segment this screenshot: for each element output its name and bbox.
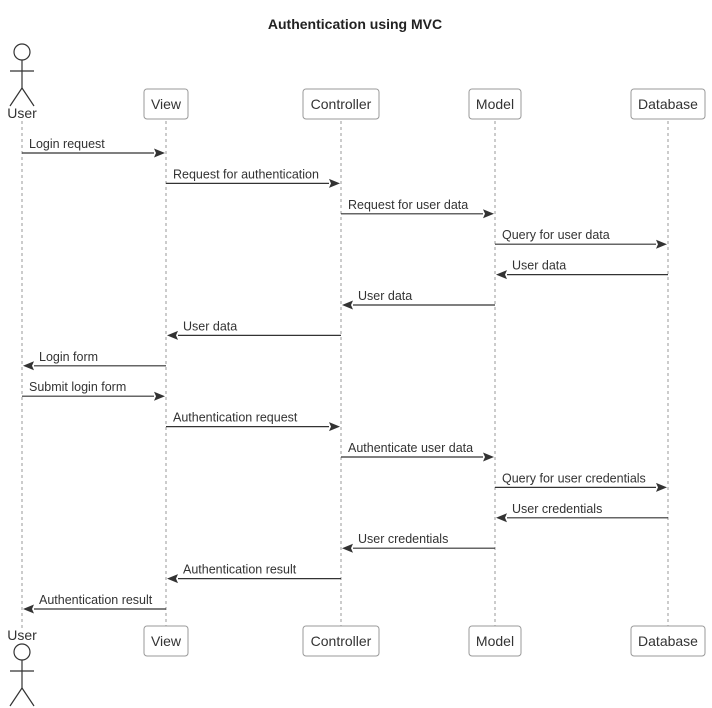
message-arrow: User data [167, 319, 341, 340]
actor-label: User [7, 105, 37, 121]
arrowhead-icon [167, 574, 178, 584]
participant-model-top: Model [468, 88, 522, 120]
message-arrow: Query for user data [495, 228, 667, 249]
arrowhead-icon [656, 239, 667, 249]
actor-top: User [7, 43, 37, 121]
message-arrow: Authentication result [23, 593, 166, 614]
participant-box [302, 625, 380, 657]
arrowhead-icon [496, 270, 507, 280]
message-label: Authenticate user data [348, 441, 473, 455]
message-arrow: User data [496, 259, 668, 280]
message-arrow: Request for user data [341, 198, 494, 219]
participant-label: Database [638, 633, 698, 649]
actor-bottom: User [7, 627, 37, 707]
message-label: Request for user data [348, 198, 468, 212]
arrowhead-icon [496, 513, 507, 523]
message-label: User data [358, 289, 412, 303]
participant-database-top: Database [630, 88, 706, 120]
message-arrow: Login request [22, 137, 165, 158]
participant-box [302, 88, 380, 120]
participant-box [468, 625, 522, 657]
participants-bottom: User View Controller Model Database [7, 625, 706, 707]
diagram-title: Authentication using MVC [268, 16, 442, 32]
participant-controller-bottom: Controller [302, 625, 380, 657]
arrowhead-icon [329, 178, 340, 188]
message-arrow: Authentication result [167, 563, 341, 584]
participant-database-bottom: Database [630, 625, 706, 657]
message-label: Query for user credentials [502, 471, 646, 485]
message-label: Submit login form [29, 380, 126, 394]
message-arrow: Request for authentication [166, 167, 340, 188]
message-label: Authentication result [183, 563, 297, 577]
arrowhead-icon [23, 604, 34, 614]
message-label: Authentication result [39, 593, 153, 607]
participant-controller-top: Controller [302, 88, 380, 120]
stick-figure-icon [9, 643, 35, 707]
participant-label: Model [476, 633, 514, 649]
message-arrow: Submit login form [22, 380, 165, 401]
message-label: User data [183, 319, 237, 333]
participant-label: View [151, 633, 182, 649]
message-arrow: Authenticate user data [341, 441, 494, 462]
arrowhead-icon [23, 361, 34, 371]
arrowhead-icon [656, 482, 667, 492]
message-label: Authentication request [173, 411, 298, 425]
participant-box [143, 625, 189, 657]
arrowhead-icon [154, 391, 165, 401]
message-arrow: User credentials [342, 532, 495, 553]
arrowhead-icon [154, 148, 165, 158]
message-label: Login form [39, 350, 98, 364]
arrowhead-icon [483, 452, 494, 462]
participant-label: Database [638, 96, 698, 112]
arrowhead-icon [167, 330, 178, 340]
message-label: User data [512, 259, 566, 273]
participant-label: Controller [311, 96, 372, 112]
participant-box [630, 625, 706, 657]
participant-label: View [151, 96, 182, 112]
participant-view-top: View [143, 88, 189, 120]
participant-box [630, 88, 706, 120]
arrowhead-icon [329, 422, 340, 432]
arrowhead-icon [483, 209, 494, 219]
message-label: Login request [29, 137, 105, 151]
message-label: Query for user data [502, 228, 610, 242]
message-arrow: User credentials [496, 502, 668, 523]
stick-figure-icon [9, 43, 35, 107]
arrowhead-icon [342, 543, 353, 553]
message-label: User credentials [512, 502, 602, 516]
message-arrow: Login form [23, 350, 166, 371]
message-label: User credentials [358, 532, 448, 546]
participant-label: Model [476, 96, 514, 112]
participants-top: User View Controller Model Database [7, 43, 706, 121]
lifelines [21, 121, 669, 628]
message-arrow: Authentication request [166, 411, 340, 432]
message-label: Request for authentication [173, 167, 319, 181]
participant-box [468, 88, 522, 120]
participant-model-bottom: Model [468, 625, 522, 657]
message-arrow: User data [342, 289, 495, 310]
participant-label: Controller [311, 633, 372, 649]
actor-label: User [7, 627, 37, 643]
participant-view-bottom: View [143, 625, 189, 657]
participant-box [143, 88, 189, 120]
arrowhead-icon [342, 300, 353, 310]
message-arrow: Query for user credentials [495, 471, 667, 492]
